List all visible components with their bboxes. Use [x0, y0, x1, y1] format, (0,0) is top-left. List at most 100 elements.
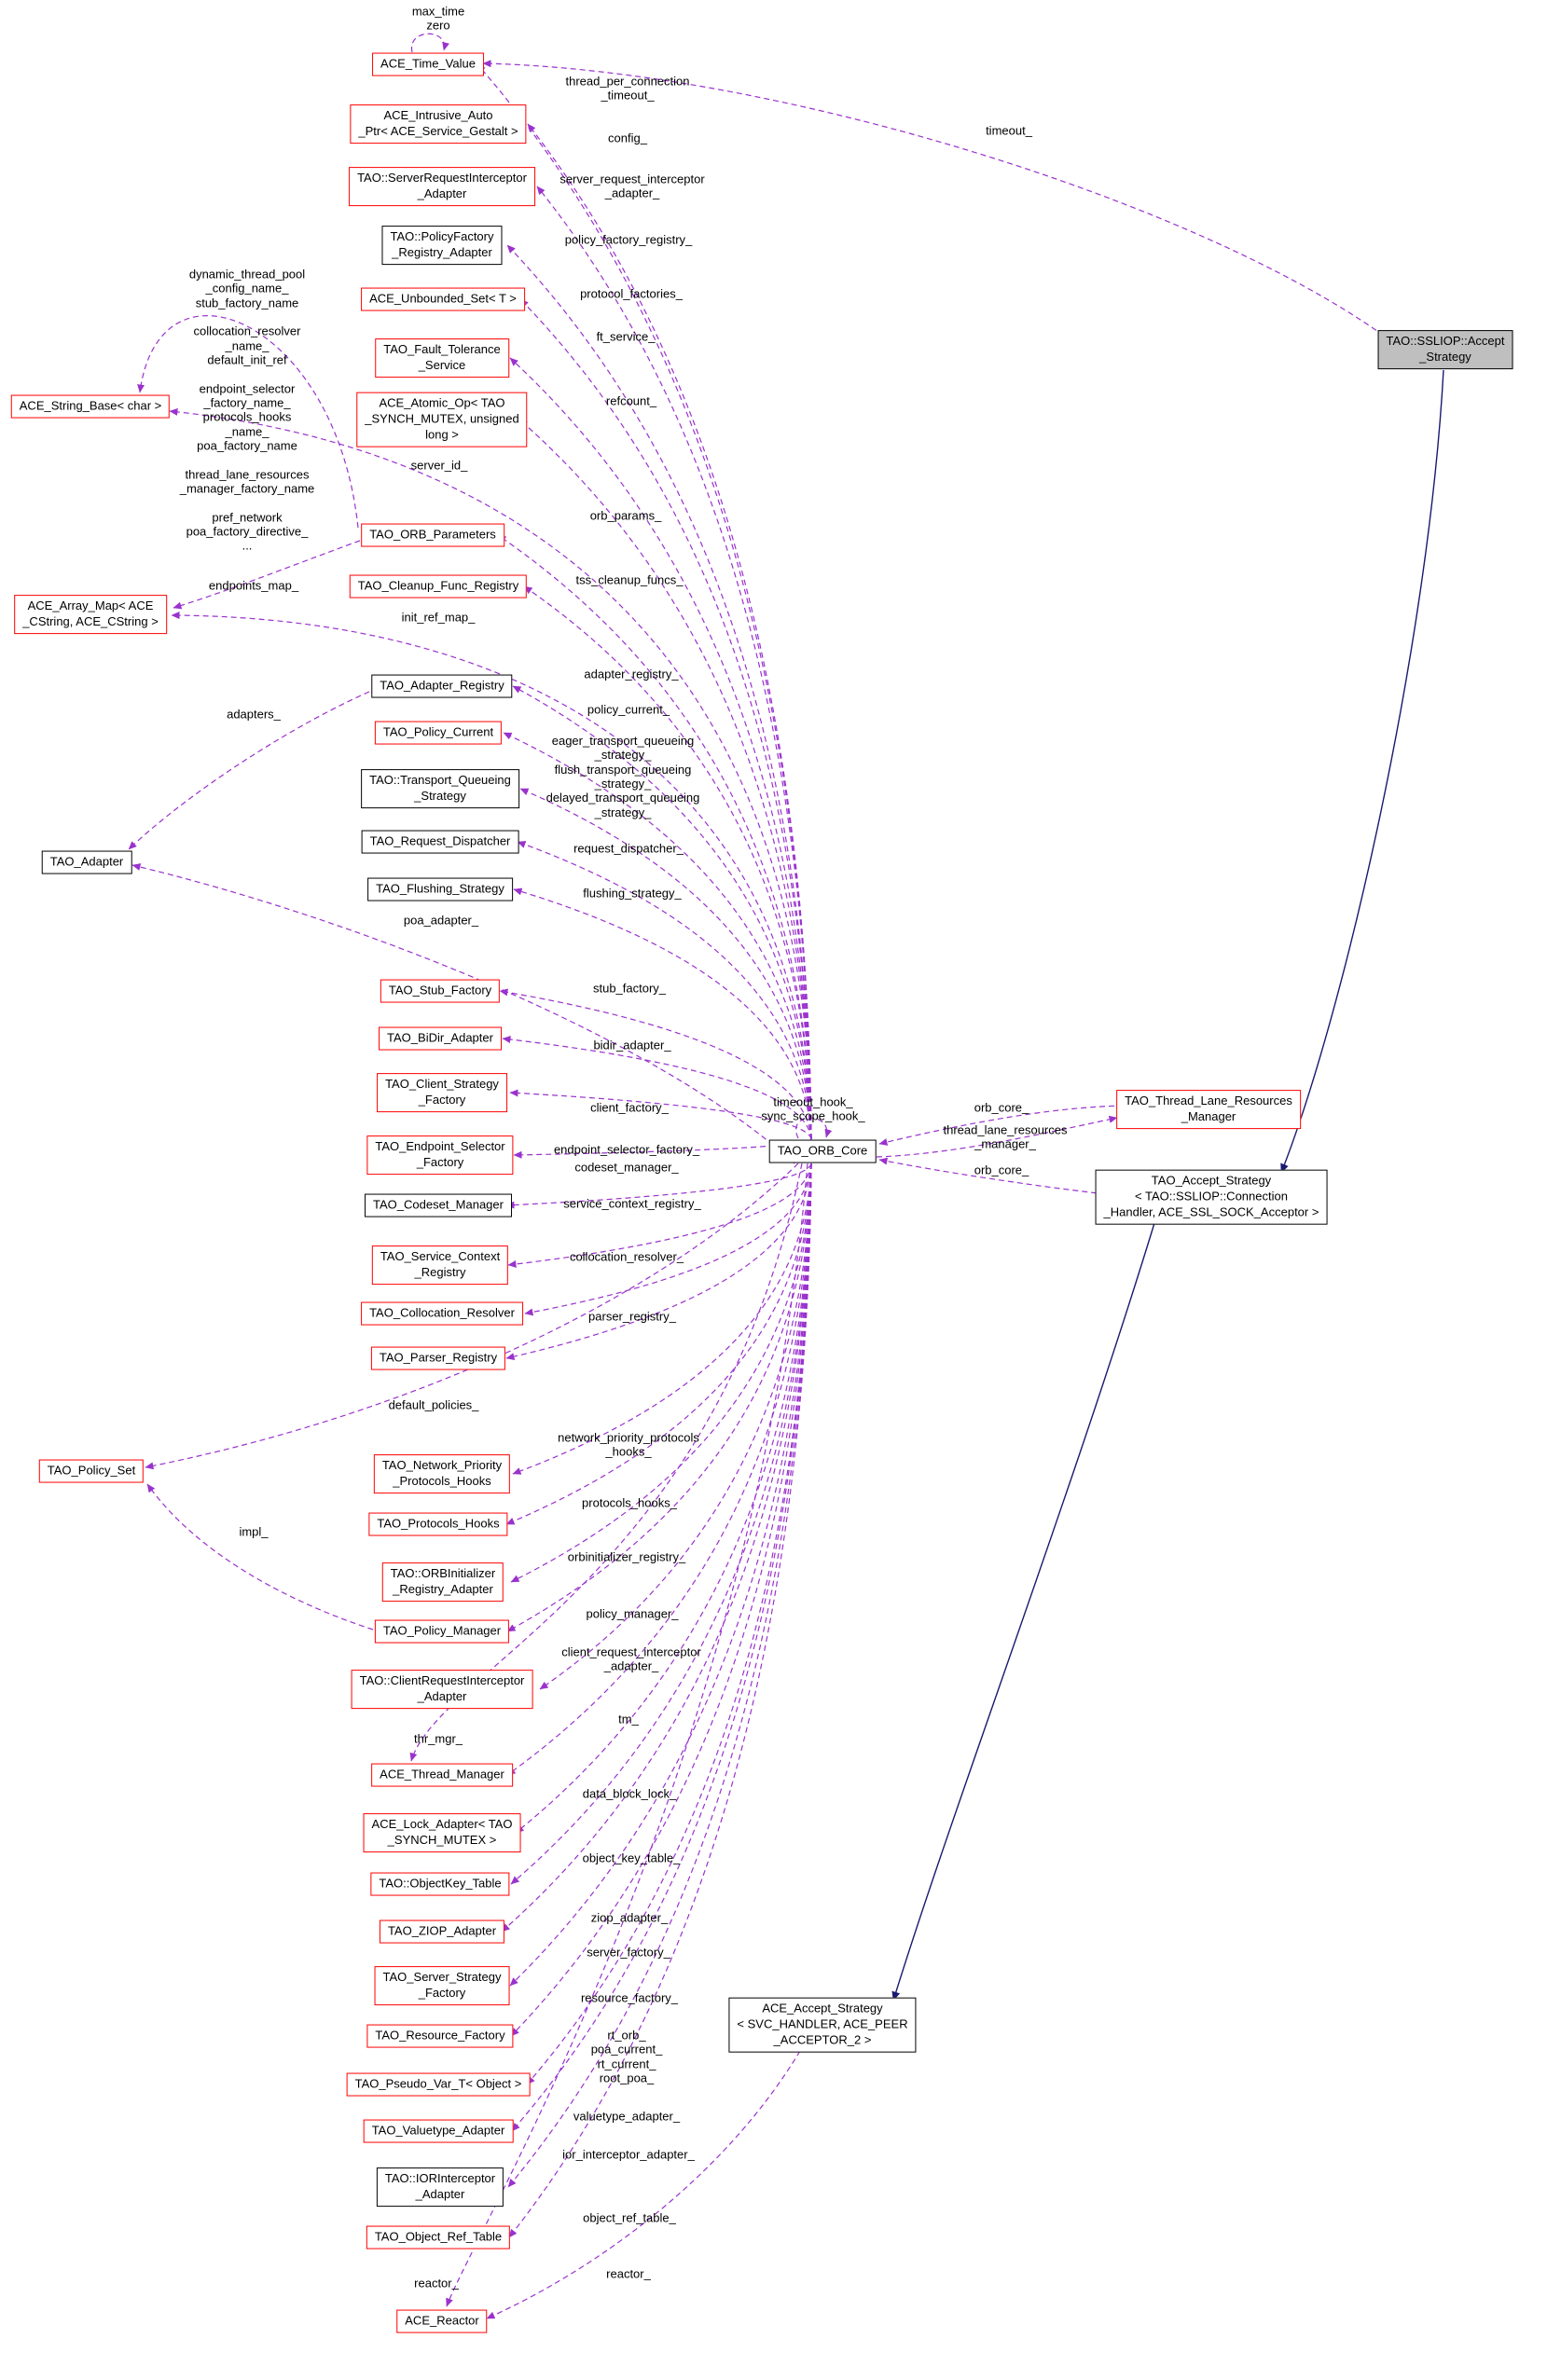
class-node-tao-resource-factory[interactable]: TAO_Resource_Factory [366, 2024, 514, 2048]
collaboration-edge [513, 1138, 812, 1159]
collaboration-edge [515, 1162, 812, 1834]
edge-label: poa_adapter_ [403, 913, 479, 928]
collaboration-edge [519, 788, 812, 1140]
inheritance-edge [891, 1222, 1155, 2002]
collaboration-edge [506, 244, 812, 1140]
class-node-tao-request-dispatcher[interactable]: TAO_Request_Dispatcher [361, 830, 519, 854]
class-node-tao-orb-core[interactable]: TAO_ORB_Core [768, 1139, 877, 1163]
class-node-tao-cleanup-func-registry[interactable]: TAO_Cleanup_Func_Registry [349, 574, 528, 598]
edge-label: default_policies_ [388, 1397, 479, 1412]
class-node-tao-object-ref-table[interactable]: TAO_Object_Ref_Table [366, 2225, 511, 2249]
edge-label: policy_factory_registry_ [564, 232, 693, 247]
class-node-tao-bidir-adapter[interactable]: TAO_BiDir_Adapter [379, 1026, 502, 1051]
collaboration-edge [486, 2050, 801, 2319]
class-node-ace-reactor[interactable]: ACE_Reactor [396, 2309, 488, 2333]
collaboration-edge [505, 1162, 812, 1525]
edge-label: thr_mgr_ [413, 1731, 463, 1746]
class-node-tao-policy-set[interactable]: TAO_Policy_Set [38, 1459, 145, 1483]
collaboration-edge [137, 315, 359, 529]
class-node-tao-protocols-hooks[interactable]: TAO_Protocols_Hooks [368, 1512, 508, 1536]
class-node-tao-server-strategy-factory[interactable]: TAO_Server_Strategy _Factory [374, 1966, 510, 2005]
edge-label: reactor_ [606, 2266, 651, 2281]
edge-label: server_factory_ [587, 1945, 670, 1960]
class-node-tao-codeset-manager[interactable]: TAO_Codeset_Manager [365, 1193, 512, 1218]
edge-label: thread_per_connection _timeout_ [565, 74, 690, 103]
collaboration-edge [878, 1105, 1125, 1146]
class-node-tao-collocation-resolver[interactable]: TAO_Collocation_Resolver [361, 1301, 523, 1326]
class-node-tao-orbinitializer-registry-adapter[interactable]: TAO::ORBInitializer _Registry_Adapter [381, 1562, 504, 1602]
edge-label: orb_params_ [589, 508, 662, 523]
collaboration-edge [513, 887, 812, 1140]
class-node-tao-adapter-registry[interactable]: TAO_Adapter_Registry [371, 674, 513, 698]
class-node-ace-time-value[interactable]: ACE_Time_Value [372, 52, 484, 76]
collaboration-edge [510, 1162, 812, 1885]
edge-label: ior_interceptor_adapter_ [562, 2147, 695, 2162]
class-node-tao-ssliop-accept-strategy: TAO::SSLIOP::Accept _Strategy [1377, 330, 1513, 369]
class-node-ace-intrusive-auto-ptr[interactable]: ACE_Intrusive_Auto _Ptr< ACE_Service_Ges… [350, 104, 527, 144]
class-node-tao-policyfactory-registry-adapter[interactable]: TAO::PolicyFactory _Registry_Adapter [381, 226, 503, 265]
collaboration-edge [509, 1162, 812, 1987]
collaboration-edge [536, 186, 812, 1140]
class-node-tao-client-strategy-factory[interactable]: TAO_Client_Strategy _Factory [377, 1073, 507, 1112]
class-node-tao-policy-manager[interactable]: TAO_Policy_Manager [374, 1619, 510, 1644]
edge-label: object_ref_table_ [583, 2210, 676, 2225]
collaboration-edge [508, 1162, 812, 2238]
collaboration-edge [128, 691, 370, 850]
class-node-tao-objectkey-table[interactable]: TAO::ObjectKey_Table [370, 1872, 510, 1896]
edge-label: ziop_adapter_ [590, 1910, 669, 1925]
edge-label: endpoint_selector_factory_ [553, 1142, 700, 1157]
class-node-tao-transport-queueing-strategy[interactable]: TAO::Transport_Queueing _Strategy [361, 769, 519, 808]
edge-label: policy_current_ [587, 702, 670, 717]
class-node-ace-unbounded-set[interactable]: ACE_Unbounded_Set< T > [361, 287, 525, 311]
inheritance-edge [1280, 369, 1444, 1174]
class-node-tao-policy-current[interactable]: TAO_Policy_Current [374, 721, 503, 745]
class-node-tao-network-priority-protocols-hooks[interactable]: TAO_Network_Priority _Protocols_Hooks [373, 1454, 511, 1493]
class-node-tao-endpoint-selector-factory[interactable]: TAO_Endpoint_Selector _Factory [366, 1135, 514, 1175]
edge-label: orb_core_ [974, 1162, 1029, 1177]
edge-label: tm_ [618, 1712, 639, 1727]
class-node-ace-string-base[interactable]: ACE_String_Base< char > [10, 394, 171, 419]
edge-label: server_request_interceptor _adapter_ [559, 172, 705, 200]
class-node-ace-accept-strategy[interactable]: ACE_Accept_Strategy < SVC_HANDLER, ACE_P… [728, 1997, 917, 2053]
class-node-tao-service-context-registry[interactable]: TAO_Service_Context _Registry [371, 1245, 509, 1285]
edge-label: bidir_adapter_ [593, 1038, 671, 1052]
edge-label: client_request_interceptor _adapter_ [561, 1644, 701, 1673]
collaboration-edge [409, 1162, 803, 1762]
class-node-tao-clientrequestinterceptor-adapter[interactable]: TAO::ClientRequestInterceptor _Adapter [351, 1670, 533, 1709]
class-node-ace-array-map[interactable]: ACE_Array_Map< ACE _CString, ACE_CString… [14, 595, 167, 634]
collaboration-edge [510, 1162, 812, 1583]
class-node-tao-ziop-adapter[interactable]: TAO_ZIOP_Adapter [379, 1919, 505, 1944]
edge-label: eager_transport_queueing _strategy_ flus… [546, 734, 700, 819]
class-node-tao-thread-lane-resources-manager[interactable]: TAO_Thread_Lane_Resources _Manager [1116, 1090, 1301, 1129]
collaboration-edge [507, 1162, 812, 1268]
collaboration-edge [501, 1162, 812, 1933]
edge-label: max_time zero [411, 4, 465, 33]
class-node-tao-valuetype-adapter[interactable]: TAO_Valuetype_Adapter [363, 2119, 514, 2143]
class-node-tao-adapter[interactable]: TAO_Adapter [41, 850, 132, 874]
class-node-tao-parser-registry[interactable]: TAO_Parser_Registry [370, 1346, 506, 1370]
collaboration-edge [511, 1162, 812, 2132]
class-node-tao-serverrequestinterceptor-adapter[interactable]: TAO::ServerRequestInterceptor _Adapter [349, 167, 535, 206]
edge-label: flushing_strategy_ [583, 886, 682, 901]
class-node-tao-stub-factory[interactable]: TAO_Stub_Factory [380, 979, 501, 1003]
class-node-tao-flushing-strategy[interactable]: TAO_Flushing_Strategy [367, 877, 513, 901]
class-node-ace-atomic-op[interactable]: ACE_Atomic_Op< TAO _SYNCH_MUTEX, unsigne… [356, 392, 528, 447]
class-node-ace-lock-adapter[interactable]: ACE_Lock_Adapter< TAO _SYNCH_MUTEX > [363, 1813, 521, 1852]
class-node-ace-thread-manager[interactable]: ACE_Thread_Manager [371, 1763, 513, 1787]
class-node-tao-orb-parameters[interactable]: TAO_ORB_Parameters [361, 523, 504, 547]
class-node-tao-accept-strategy[interactable]: TAO_Accept_Strategy < TAO::SSLIOP::Conne… [1095, 1169, 1328, 1225]
edge-label: resource_factory_ [580, 1990, 679, 2005]
edge-label: network_priority_protocols _hooks_ [558, 1430, 699, 1459]
edge-label: policy_manager_ [586, 1606, 679, 1621]
class-node-tao-iorinterceptor-adapter[interactable]: TAO::IORInterceptor _Adapter [376, 2167, 504, 2207]
collaboration-edge [145, 1162, 799, 1470]
class-node-tao-pseudo-var-t[interactable]: TAO_Pseudo_Var_T< Object > [346, 2072, 531, 2097]
edge-label: endpoints_map_ [208, 578, 299, 593]
edge-label: codeset_manager_ [574, 1160, 679, 1175]
collaboration-edge [507, 1162, 812, 2188]
collaboration-edge [146, 1483, 374, 1630]
edge-label: timeout_hook_ sync_scope_hook_ [761, 1094, 865, 1123]
collaboration-edge [878, 1157, 1107, 1195]
class-node-tao-fault-tolerance-service[interactable]: TAO_Fault_Tolerance _Service [375, 338, 509, 378]
